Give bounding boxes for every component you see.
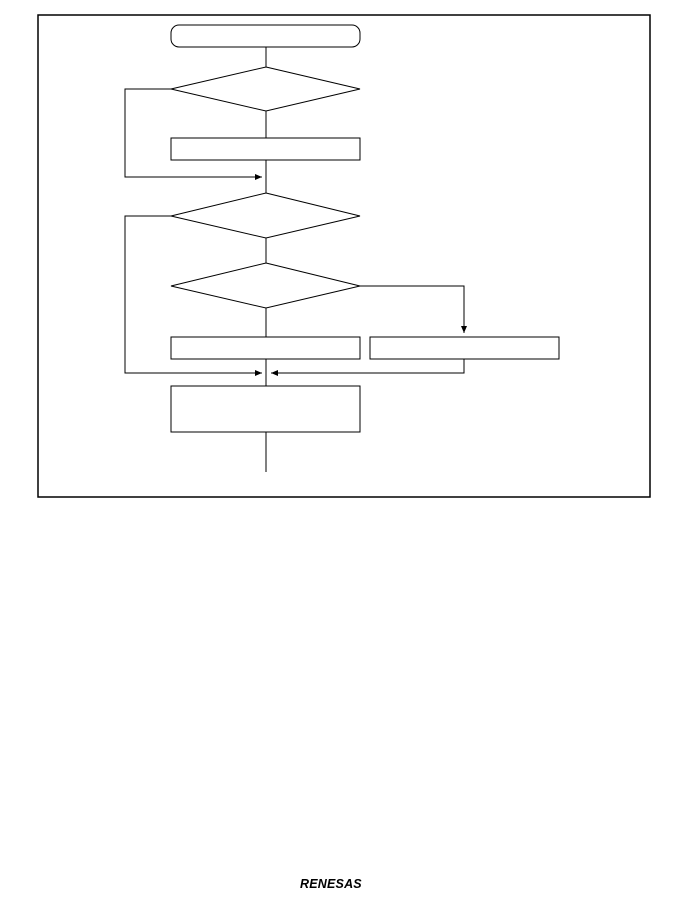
branch-decision-3-right	[360, 285, 467, 333]
process-box-1	[170, 137, 361, 161]
process-box-4	[170, 385, 361, 433]
start-terminal	[170, 24, 361, 48]
merge-from-process-3	[271, 359, 465, 376]
renesas-logo-text: RENESAS	[300, 877, 362, 891]
bypass-decision-2	[124, 215, 262, 376]
renesas-logo: RENESAS	[298, 875, 390, 893]
decision-2	[170, 192, 361, 239]
process-box-2	[170, 336, 361, 360]
decision-3	[170, 262, 361, 309]
process-box-3	[369, 336, 560, 360]
decision-1	[170, 66, 361, 112]
figure-frame	[37, 14, 651, 498]
bypass-decision-1	[124, 88, 262, 180]
